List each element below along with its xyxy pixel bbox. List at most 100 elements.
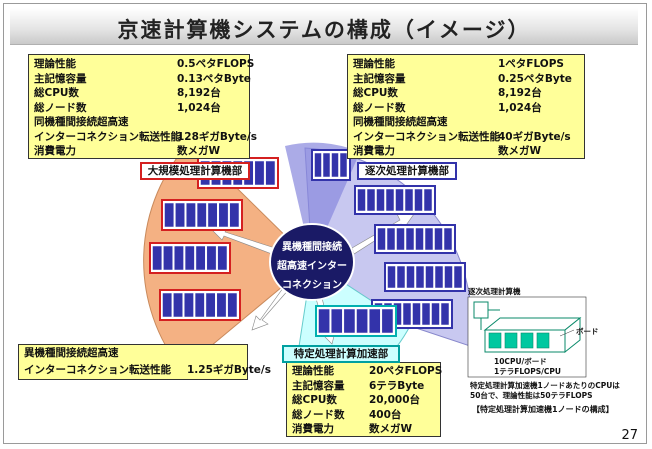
sequential-label: 逐次処理計算機部 (357, 162, 457, 180)
rack-unit (331, 152, 339, 178)
large-scale-label: 大規模処理計算機部 (140, 162, 250, 180)
spec-value: 128ギガByte/s (177, 130, 257, 143)
spec-key: 理論性能 (34, 58, 76, 70)
rack-unit (194, 292, 205, 318)
rack-unit (205, 292, 216, 318)
node-note-line-1: 特定処理計算加速機1ノードあたりのCPUは (470, 381, 620, 390)
rack-unit (343, 308, 356, 334)
rack-unit (421, 302, 431, 326)
spec-key: 総ノード数 (34, 101, 87, 114)
node-caption: 【特定処理計算加速機1ノードの構成】 (472, 405, 614, 414)
spec-value: 8,192台 (498, 87, 542, 99)
rack-unit (163, 245, 173, 271)
rack-unit (415, 227, 424, 251)
spec-value: 数メガW (369, 423, 413, 435)
rack-unit (453, 265, 463, 289)
rack-unit (404, 188, 414, 212)
rack-unit (415, 265, 425, 289)
spec-key: 同機種間接続超高速 (353, 116, 448, 128)
rack-unit (386, 227, 396, 251)
spec-key: 主記憶容量 (292, 379, 345, 392)
rack-unit (254, 160, 265, 186)
node-note-line-2: 50台で、理論性能は50テラFLOPS (470, 391, 593, 400)
spec-value: 1.25ギガByte/s (187, 364, 271, 376)
spec-key: 総ノード数 (292, 408, 345, 421)
rack-unit (414, 188, 423, 212)
spec-key: 総CPU数 (292, 394, 337, 406)
rack-unit (368, 308, 381, 334)
rack-unit (434, 227, 443, 251)
rack-unit (227, 292, 238, 318)
rack-unit (330, 308, 343, 334)
slide-frame (3, 3, 647, 444)
rack-unit (207, 202, 218, 228)
rack-unit (376, 188, 385, 212)
rack-unit (164, 202, 175, 228)
spec-key: 総CPU数 (353, 87, 398, 99)
sequential-racks (311, 149, 466, 329)
rack-unit (423, 188, 433, 212)
spec-key: 総ノード数 (353, 101, 406, 114)
rack-unit (173, 292, 183, 318)
rack-unit (196, 202, 207, 228)
center-hub (269, 223, 355, 301)
spec-key: 同機種間接続超高速 (34, 116, 129, 128)
rack-unit (229, 202, 240, 228)
spec-value: 0.25ペタByte (498, 72, 572, 85)
spec-key: 主記憶容量 (34, 72, 87, 85)
spec-value: 6テラByte (369, 379, 425, 392)
rack-unit (322, 152, 331, 178)
node-board-label: ボード (576, 327, 599, 336)
rack-unit (183, 292, 194, 318)
spec-key: 消費電力 (34, 145, 76, 157)
spec-key: 消費電力 (353, 145, 395, 157)
rack-unit (425, 265, 434, 289)
accelerator-label: 特定処理計算加速部 (282, 345, 400, 363)
node-top-label: 逐次処理計算機 (468, 287, 521, 296)
rack-unit (444, 265, 453, 289)
rack-unit (405, 227, 415, 251)
rack-unit (185, 202, 196, 228)
rack-unit (318, 308, 330, 334)
rack-unit (195, 245, 206, 271)
spec-value: 0.5ペタFLOPS (177, 58, 255, 70)
rack-unit (385, 188, 395, 212)
spec-value: 数メガW (498, 145, 542, 157)
rack-unit (395, 188, 404, 212)
center-line-2: 超高速インター (277, 261, 347, 272)
page-title: 京速計算機システムの構成（イメージ） (117, 18, 531, 42)
node-cpu-line-2: 1テラFLOPS/CPU (494, 367, 561, 376)
rack-unit (162, 292, 173, 318)
center-line-1: 異機種間接続 (282, 242, 342, 253)
accelerator-racks (315, 305, 397, 337)
page-number: 27 (621, 428, 638, 443)
rack-unit (396, 227, 405, 251)
spec-value: 20ペタFLOPS (369, 365, 443, 377)
rack-unit (381, 308, 394, 334)
spec-key: 消費電力 (292, 423, 334, 435)
spec-key: インターコネクション転送性能 (24, 364, 171, 376)
spec-value: 20,000台 (369, 394, 421, 406)
spec-value: 8,192台 (177, 87, 221, 99)
rack-unit (377, 227, 386, 251)
spec-key: 総CPU数 (34, 87, 79, 99)
spec-value: 1,024台 (177, 101, 221, 114)
spec-value: 400台 (369, 408, 402, 421)
center-line-3: コネクション (282, 280, 342, 291)
spec-key: インターコネクション転送性能 (34, 130, 181, 143)
spec-value: 1,024台 (498, 101, 542, 114)
rack-unit (356, 308, 368, 334)
rack-unit (265, 160, 276, 186)
node-diagram (467, 296, 587, 378)
title-bar: 京速計算機システムの構成（イメージ） (10, 8, 638, 45)
rack-unit (431, 302, 440, 326)
rack-unit (175, 202, 185, 228)
rack-unit (218, 202, 229, 228)
node-cpu-line-1: 10CPU/ボード (494, 357, 547, 366)
rack-unit (443, 227, 453, 251)
